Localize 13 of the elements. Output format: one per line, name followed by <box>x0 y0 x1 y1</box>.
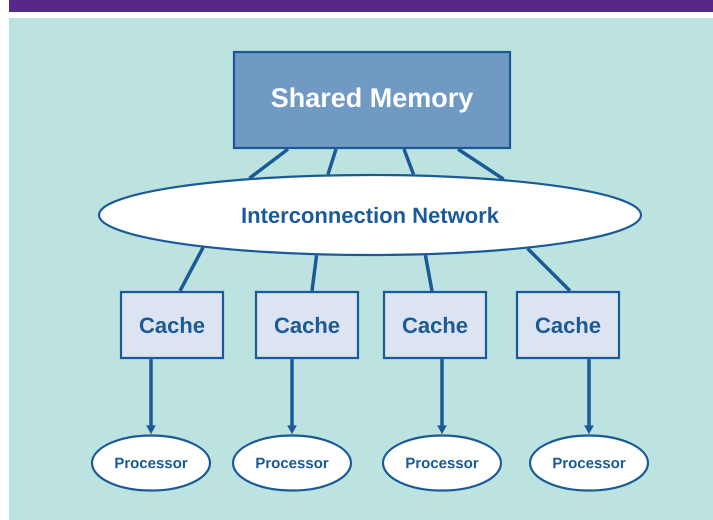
cache-box: Cache <box>382 290 488 360</box>
memory-box: Shared Memory <box>232 50 512 150</box>
connector-line <box>457 148 505 181</box>
connector-line <box>402 148 416 176</box>
cache-box: Cache <box>120 290 224 360</box>
connector-line <box>326 148 338 175</box>
connector-line <box>424 254 434 292</box>
connector-line <box>526 247 572 292</box>
connector-line <box>248 148 290 180</box>
connector-line <box>310 255 318 292</box>
connector-line <box>178 246 205 292</box>
cache-box: Cache <box>254 290 360 360</box>
cache-box: Cache <box>516 290 620 360</box>
